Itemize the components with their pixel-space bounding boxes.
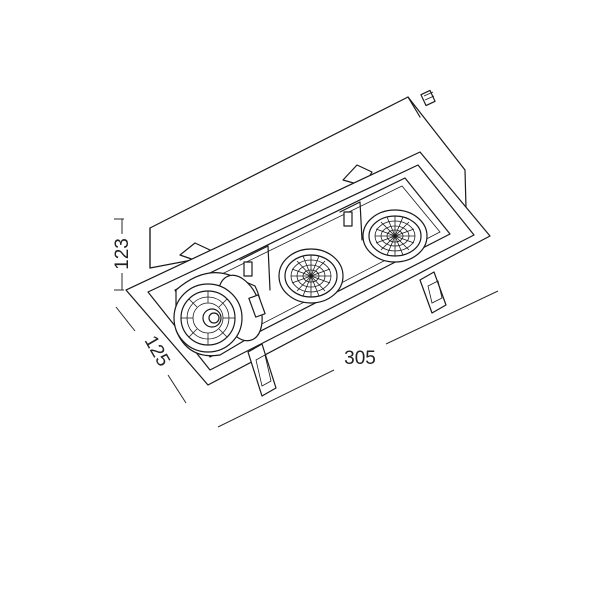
gimbal-frames bbox=[239, 201, 363, 291]
lamp-reflector-3 bbox=[362, 209, 428, 263]
tilted-spotlight bbox=[173, 272, 266, 357]
lamp-reflector-2 bbox=[278, 248, 344, 304]
rear-housing bbox=[149, 96, 467, 269]
dimension-height-label: 123 bbox=[112, 238, 133, 270]
spring-clip-right bbox=[419, 271, 447, 314]
dimension-length bbox=[217, 290, 499, 428]
spring-clip-left bbox=[247, 343, 277, 397]
dimension-depth bbox=[115, 306, 187, 404]
dimension-length-label: 305 bbox=[344, 348, 376, 369]
dimension-height bbox=[114, 218, 124, 291]
screw-icon bbox=[420, 89, 436, 107]
